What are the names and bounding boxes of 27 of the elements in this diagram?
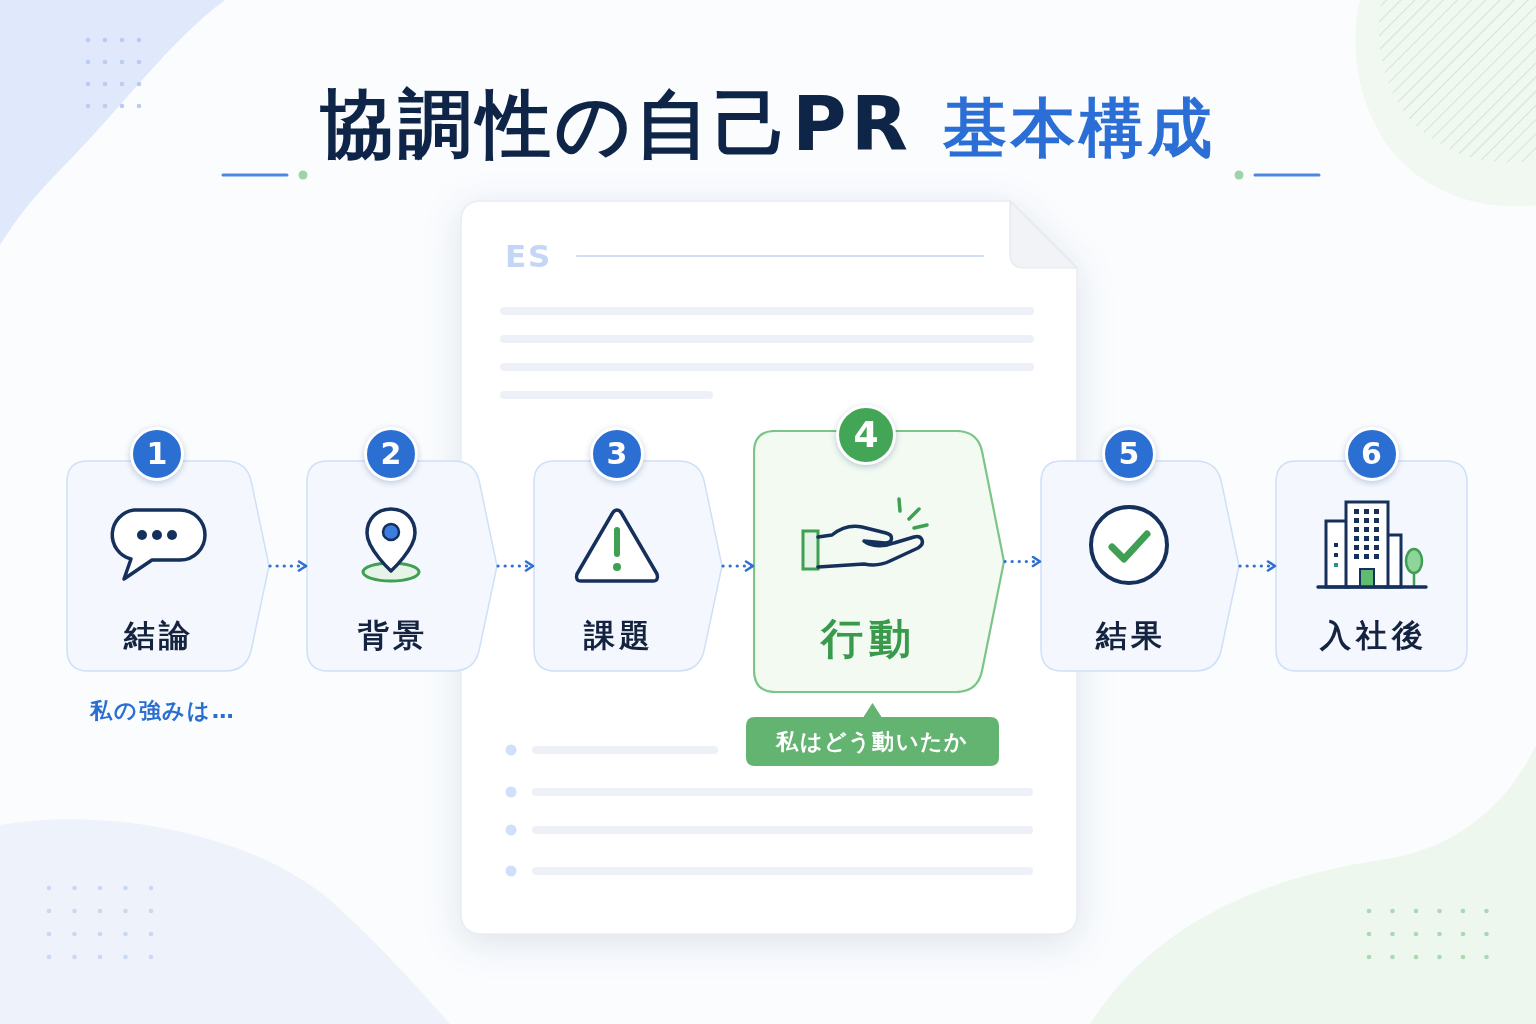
dotted-arrow [1003,555,1042,568]
document-sheet [460,200,1078,935]
callout-bubble [745,702,1000,767]
document-label: ES [505,238,553,274]
dotted-arrow [496,560,535,572]
step-number-badge: 2 [364,427,418,481]
step-card [533,427,723,672]
page-title: 協調性の自己PR 基本構成 [319,80,1217,169]
step-number-badge: 6 [1344,427,1399,481]
step-card [1040,427,1240,672]
step-label: 行動 [820,614,919,664]
step-label: 課題 [583,616,656,655]
step-label: 結論 [123,616,196,655]
callout-text: 私はどう動いたか [776,728,969,756]
step-card [1275,427,1468,672]
step-card [753,405,1005,693]
step-card [306,427,498,672]
step-number-badge: 5 [1102,427,1156,481]
step-label: 入社後 [1320,616,1428,655]
step-number-badge: 1 [130,427,184,481]
step-card [66,427,270,672]
step-label: 背景 [357,616,430,655]
step-label: 結果 [1095,616,1168,655]
note-text: 私の強みは… [90,697,236,725]
dotted-arrow [268,560,308,572]
dotted-arrow [721,560,755,572]
dotted-arrow [1238,560,1277,572]
